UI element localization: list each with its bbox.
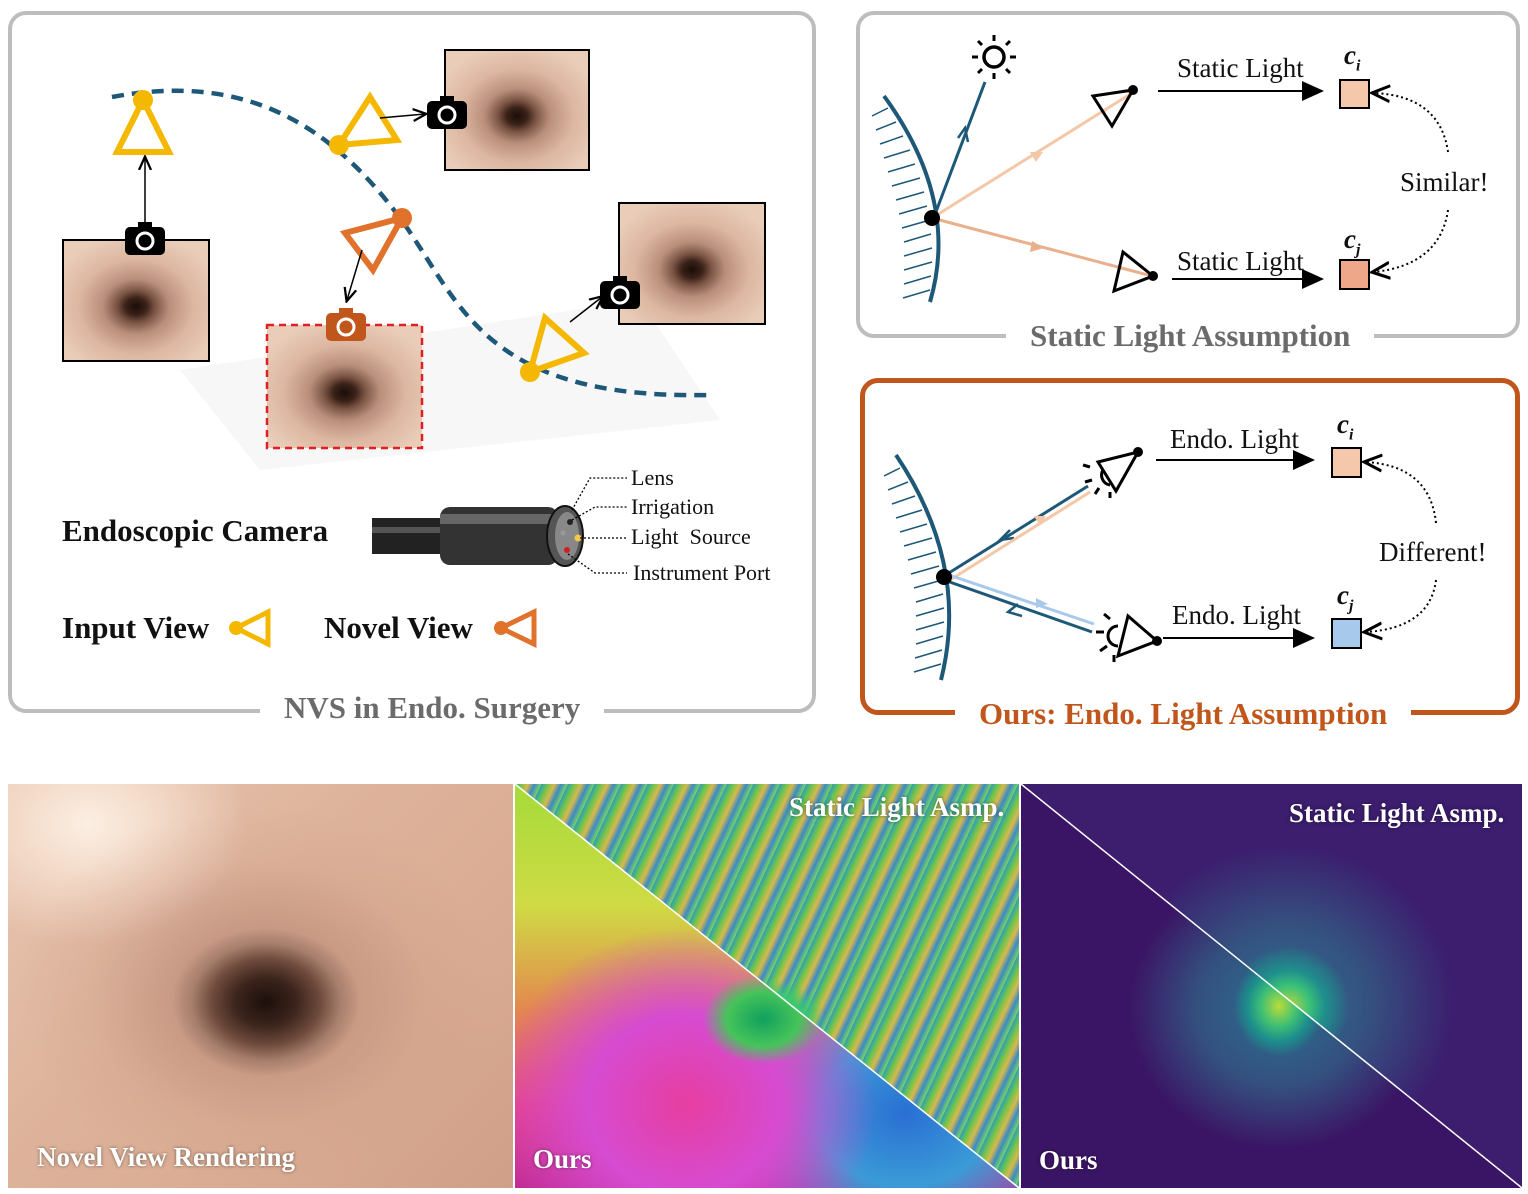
surface-hatching [871,107,933,299]
input-view-legend-icon [229,607,271,649]
callout-light-source: Light Source [631,524,751,549]
static-light-label-top: Static Light [1177,53,1304,83]
color-cj-swatch [1331,618,1362,649]
different-label: Different! [1379,537,1487,567]
surface-hatching [883,467,945,673]
static-light-label-bottom: Static Light [1177,246,1304,276]
novel-view-camera [339,208,412,276]
ci-label: ci [1344,40,1361,75]
arrow-novel [347,249,363,300]
depth-comparison-image: Static Light Asmp. Ours [515,784,1019,1188]
endo-light-panel-title: Ours: Endo. Light Assumption [955,696,1412,732]
legend-novel-view: Novel View [324,610,473,645]
depth-ours-label: Ours [533,1144,592,1174]
sun-icon [972,35,1016,79]
arrow-input-3 [569,297,602,323]
camera-trajectory [111,88,711,398]
cj-label: cj [1337,580,1354,615]
camera-view-top-icon [1090,85,1138,129]
color-ci-swatch [1339,79,1370,109]
camera-with-light-bottom-icon [1096,612,1162,662]
arrow-input-2 [379,114,425,118]
endo-image-novel [265,323,424,450]
error-ours-label: Ours [1039,1145,1098,1175]
endo-light-label-bottom: Endo. Light [1172,600,1301,630]
callout-instrument-port: Instrument Port [633,560,771,585]
legend-input-view: Input View [62,610,210,645]
diagonal-divider [1021,784,1522,1188]
camera-icon [427,96,467,129]
error-static-light-label: Static Light Asmp. [1289,798,1505,828]
reflected-ray-top [931,91,1133,220]
similar-arc-bottom [1374,209,1449,272]
callout-lens: Lens [631,465,674,490]
diagonal-divider [515,784,1019,1188]
endo-image-input-1 [62,239,210,362]
endo-image-input-2 [444,49,590,171]
camera-icon-novel [326,308,366,341]
color-ci-swatch [1331,447,1362,478]
input-view-camera-1 [112,90,174,155]
similar-arc-top [1374,93,1449,153]
novel-view-legend-icon [494,608,537,648]
similar-label: Similar! [1400,167,1489,197]
input-view-camera-2 [329,91,403,155]
error-map-comparison-image: Static Light Asmp. Ours [1021,784,1522,1188]
endoscope-device-icon [372,505,584,567]
different-arc-top [1366,462,1437,524]
callout-irrigation: Irrigation [631,494,715,519]
novel-view-rendering-label: Novel View Rendering [37,1142,295,1172]
endo-light-label-top: Endo. Light [1170,424,1299,454]
ci-label: ci [1337,409,1354,444]
camera-icon [600,276,640,309]
different-arc-bottom [1366,579,1437,632]
endoscopic-camera-label: Endoscopic Camera [62,513,329,548]
endo-image-input-3 [618,202,766,325]
color-cj-swatch [1339,259,1370,290]
novel-view-rendering-image: Novel View Rendering [8,784,513,1188]
tissue-surface [882,94,941,303]
input-view-camera-3 [520,312,590,382]
camera-with-light-top-icon [1082,447,1143,498]
static-light-panel-title: Static Light Assumption [1006,318,1375,354]
callout-lines [567,477,627,574]
camera-icon [125,222,165,255]
camera-view-bottom-icon [1111,249,1158,294]
tissue-surface [894,453,952,681]
depth-static-light-label: Static Light Asmp. [789,792,1005,822]
surface-point [924,210,940,226]
incident-light-ray [932,81,987,218]
nvs-panel-title: NVS in Endo. Surgery [260,690,605,726]
cj-label: cj [1344,224,1361,259]
surface-point [936,569,952,585]
